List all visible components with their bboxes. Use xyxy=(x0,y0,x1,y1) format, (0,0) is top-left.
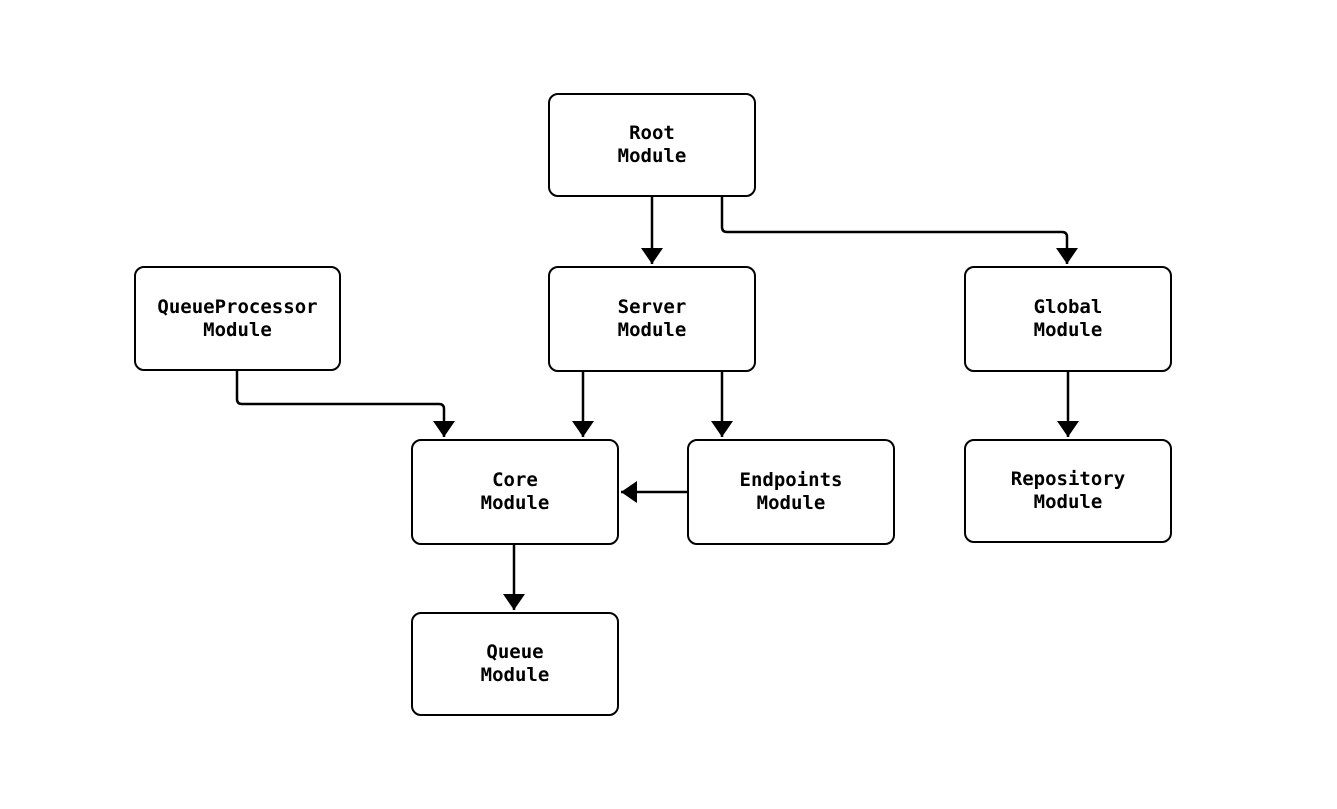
node-endpoints-module-label: Endpoints Module xyxy=(739,469,843,514)
edge-queueprocessor-module-to-core-module xyxy=(235,371,455,437)
node-server-module: Server Module xyxy=(548,266,756,372)
node-global-module: Global Module xyxy=(964,266,1172,372)
node-queueprocessor-module-label: QueueProcessor Module xyxy=(157,295,318,341)
node-repository-module-label: Repository Module xyxy=(1010,468,1126,513)
node-global-module-label: Global Module xyxy=(1033,296,1103,341)
node-repository-module: Repository Module xyxy=(964,439,1172,543)
node-root-module-label: Root Module xyxy=(617,122,687,167)
node-core-module-label: Core Module xyxy=(480,469,550,514)
node-endpoints-module: Endpoints Module xyxy=(687,439,895,545)
node-queueprocessor-module: QueueProcessor Module xyxy=(134,266,341,371)
node-core-module: Core Module xyxy=(411,439,619,545)
node-queue-module: Queue Module xyxy=(411,612,619,716)
node-root-module: Root Module xyxy=(548,93,756,197)
edge-root-module-to-global-module xyxy=(720,197,1078,264)
node-queue-module-label: Queue Module xyxy=(480,641,550,686)
node-server-module-label: Server Module xyxy=(617,296,687,341)
